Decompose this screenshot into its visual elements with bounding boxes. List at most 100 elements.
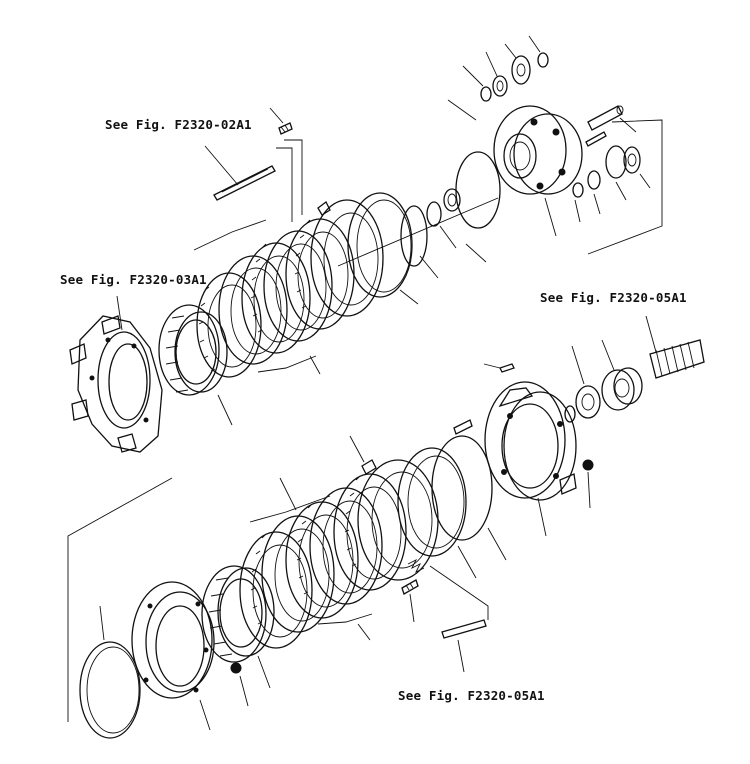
clutch-disc-upper-5	[285, 218, 355, 330]
seal-ring-upper-b	[426, 201, 442, 227]
snap-ring-large-upper	[455, 151, 501, 229]
dowel-pin-lower	[441, 619, 487, 639]
leader-ref-top	[204, 145, 239, 186]
washer-upper	[443, 188, 461, 212]
leader-snap-large	[465, 243, 487, 263]
shaft-pin-upper-right	[587, 105, 624, 131]
bracket-lower-top	[249, 495, 331, 523]
leader-snap-ring-upper	[399, 289, 419, 305]
needle-roller-upper-right	[587, 170, 601, 190]
piston-hub-lower	[131, 581, 215, 699]
leader-bolt-lower-right	[587, 471, 591, 509]
leader-plates-upper	[309, 355, 321, 375]
leader-ref-bottom	[457, 639, 465, 673]
clutch-disc-lower-5	[239, 531, 313, 649]
leader-race-right	[571, 345, 585, 385]
stud-lower-center	[401, 579, 419, 595]
snap-ring-lower-b	[397, 447, 467, 557]
leader-washer-ur	[574, 199, 581, 223]
bolt-lower-right	[582, 459, 594, 471]
carrier-housing-lower	[484, 381, 577, 501]
gear-upper-right	[605, 145, 641, 179]
leader-bearing-lower	[257, 655, 271, 689]
dowel-pin-upper-left	[213, 165, 276, 201]
seal-ring-upper-a	[400, 205, 428, 267]
leader-ref-right	[645, 315, 657, 353]
frame-line-lower-left	[67, 477, 173, 722]
leader-bolt-lower-left	[239, 675, 249, 707]
leader-gear-ur-b	[639, 173, 651, 189]
leader-ref-left	[116, 295, 123, 331]
leader-top-a	[462, 65, 484, 87]
frame-line-upper-axis	[337, 197, 499, 267]
roll-pin-upper-right	[585, 131, 607, 147]
leader-carrier-upper	[544, 197, 557, 237]
snap-ring-lower-large	[431, 435, 493, 541]
snap-ring-upper	[347, 192, 413, 298]
leader-roller-ur	[593, 193, 601, 215]
roller-bearing-upper	[158, 304, 228, 396]
leader-seal-a	[419, 255, 439, 279]
washer-upper-right	[572, 182, 584, 198]
clutch-plate-lower-2	[309, 487, 383, 605]
roll-pin-lower-top	[499, 363, 515, 373]
o-ring-lower	[79, 641, 141, 739]
leader-pin-lower-bracket	[429, 565, 489, 620]
bracket-upper-top	[193, 219, 267, 251]
leader-taper-right	[601, 339, 615, 371]
leader-roll-pin-lower	[483, 363, 501, 369]
clutch-plate-upper-2	[218, 255, 288, 365]
bearing-race-right	[575, 385, 601, 419]
clutch-disc-upper-3	[241, 242, 311, 354]
leader-top-c	[504, 43, 517, 59]
leader-o-ring-lower	[99, 605, 105, 641]
leader-bracket-upper-a	[284, 139, 303, 215]
leader-gear-ur	[615, 181, 627, 201]
leader-stud-lower	[409, 593, 415, 623]
leader-snap-lower-large	[487, 527, 507, 561]
small-screw-upper	[278, 122, 293, 135]
leader-top-e	[447, 99, 477, 121]
small-ring-top-b	[537, 52, 549, 68]
roller-bearing-lower	[201, 565, 275, 663]
clutch-disc-lower-3	[285, 501, 359, 619]
leader-disc-lower-top	[279, 477, 297, 511]
leader-plates-lower	[357, 623, 371, 641]
leader-seal-b	[439, 225, 457, 249]
end-plate-lower	[357, 459, 439, 581]
ref-label-top: See Fig. F2320-02A1	[105, 117, 252, 132]
pin-lower-center	[453, 419, 473, 435]
clutch-plate-upper-4	[263, 230, 333, 342]
snap-ring-right	[564, 405, 576, 423]
clutch-disc-upper-1	[196, 272, 262, 378]
output-shaft-right	[649, 339, 705, 379]
leader-shaft-pin	[619, 117, 637, 133]
ref-label-right: See Fig. F2320-05A1	[540, 290, 687, 305]
leader-end-plate-lower	[349, 435, 365, 463]
leader-bracket-upper-b	[276, 147, 293, 222]
clutch-plate-lower-4	[261, 515, 335, 633]
thrust-washer-top	[511, 55, 531, 85]
end-plate-upper	[310, 199, 384, 317]
planet-carrier-upper-right	[493, 105, 583, 195]
small-ring-top-a	[480, 86, 492, 102]
leader-top-b	[485, 51, 498, 77]
ref-label-bottom: See Fig. F2320-05A1	[398, 688, 545, 703]
leader-bearing-upper	[217, 394, 233, 426]
leader-hub-lower	[199, 699, 211, 731]
leader-screw	[269, 107, 284, 124]
needle-bearing-top	[492, 75, 508, 97]
carrier-housing-upper-left	[69, 315, 163, 453]
bracket-lower-bottom	[317, 613, 373, 625]
leader-top-d	[528, 35, 541, 53]
ref-label-left: See Fig. F2320-03A1	[60, 272, 207, 287]
spring-lower-center	[407, 558, 425, 574]
taper-bearing-right	[601, 367, 643, 411]
leader-carrier-lower	[537, 497, 547, 537]
bolt-lower-left	[230, 662, 242, 674]
leader-snap-lower-b	[457, 545, 477, 579]
clutch-disc-lower-1	[333, 473, 407, 591]
bracket-upper-right	[587, 119, 663, 255]
